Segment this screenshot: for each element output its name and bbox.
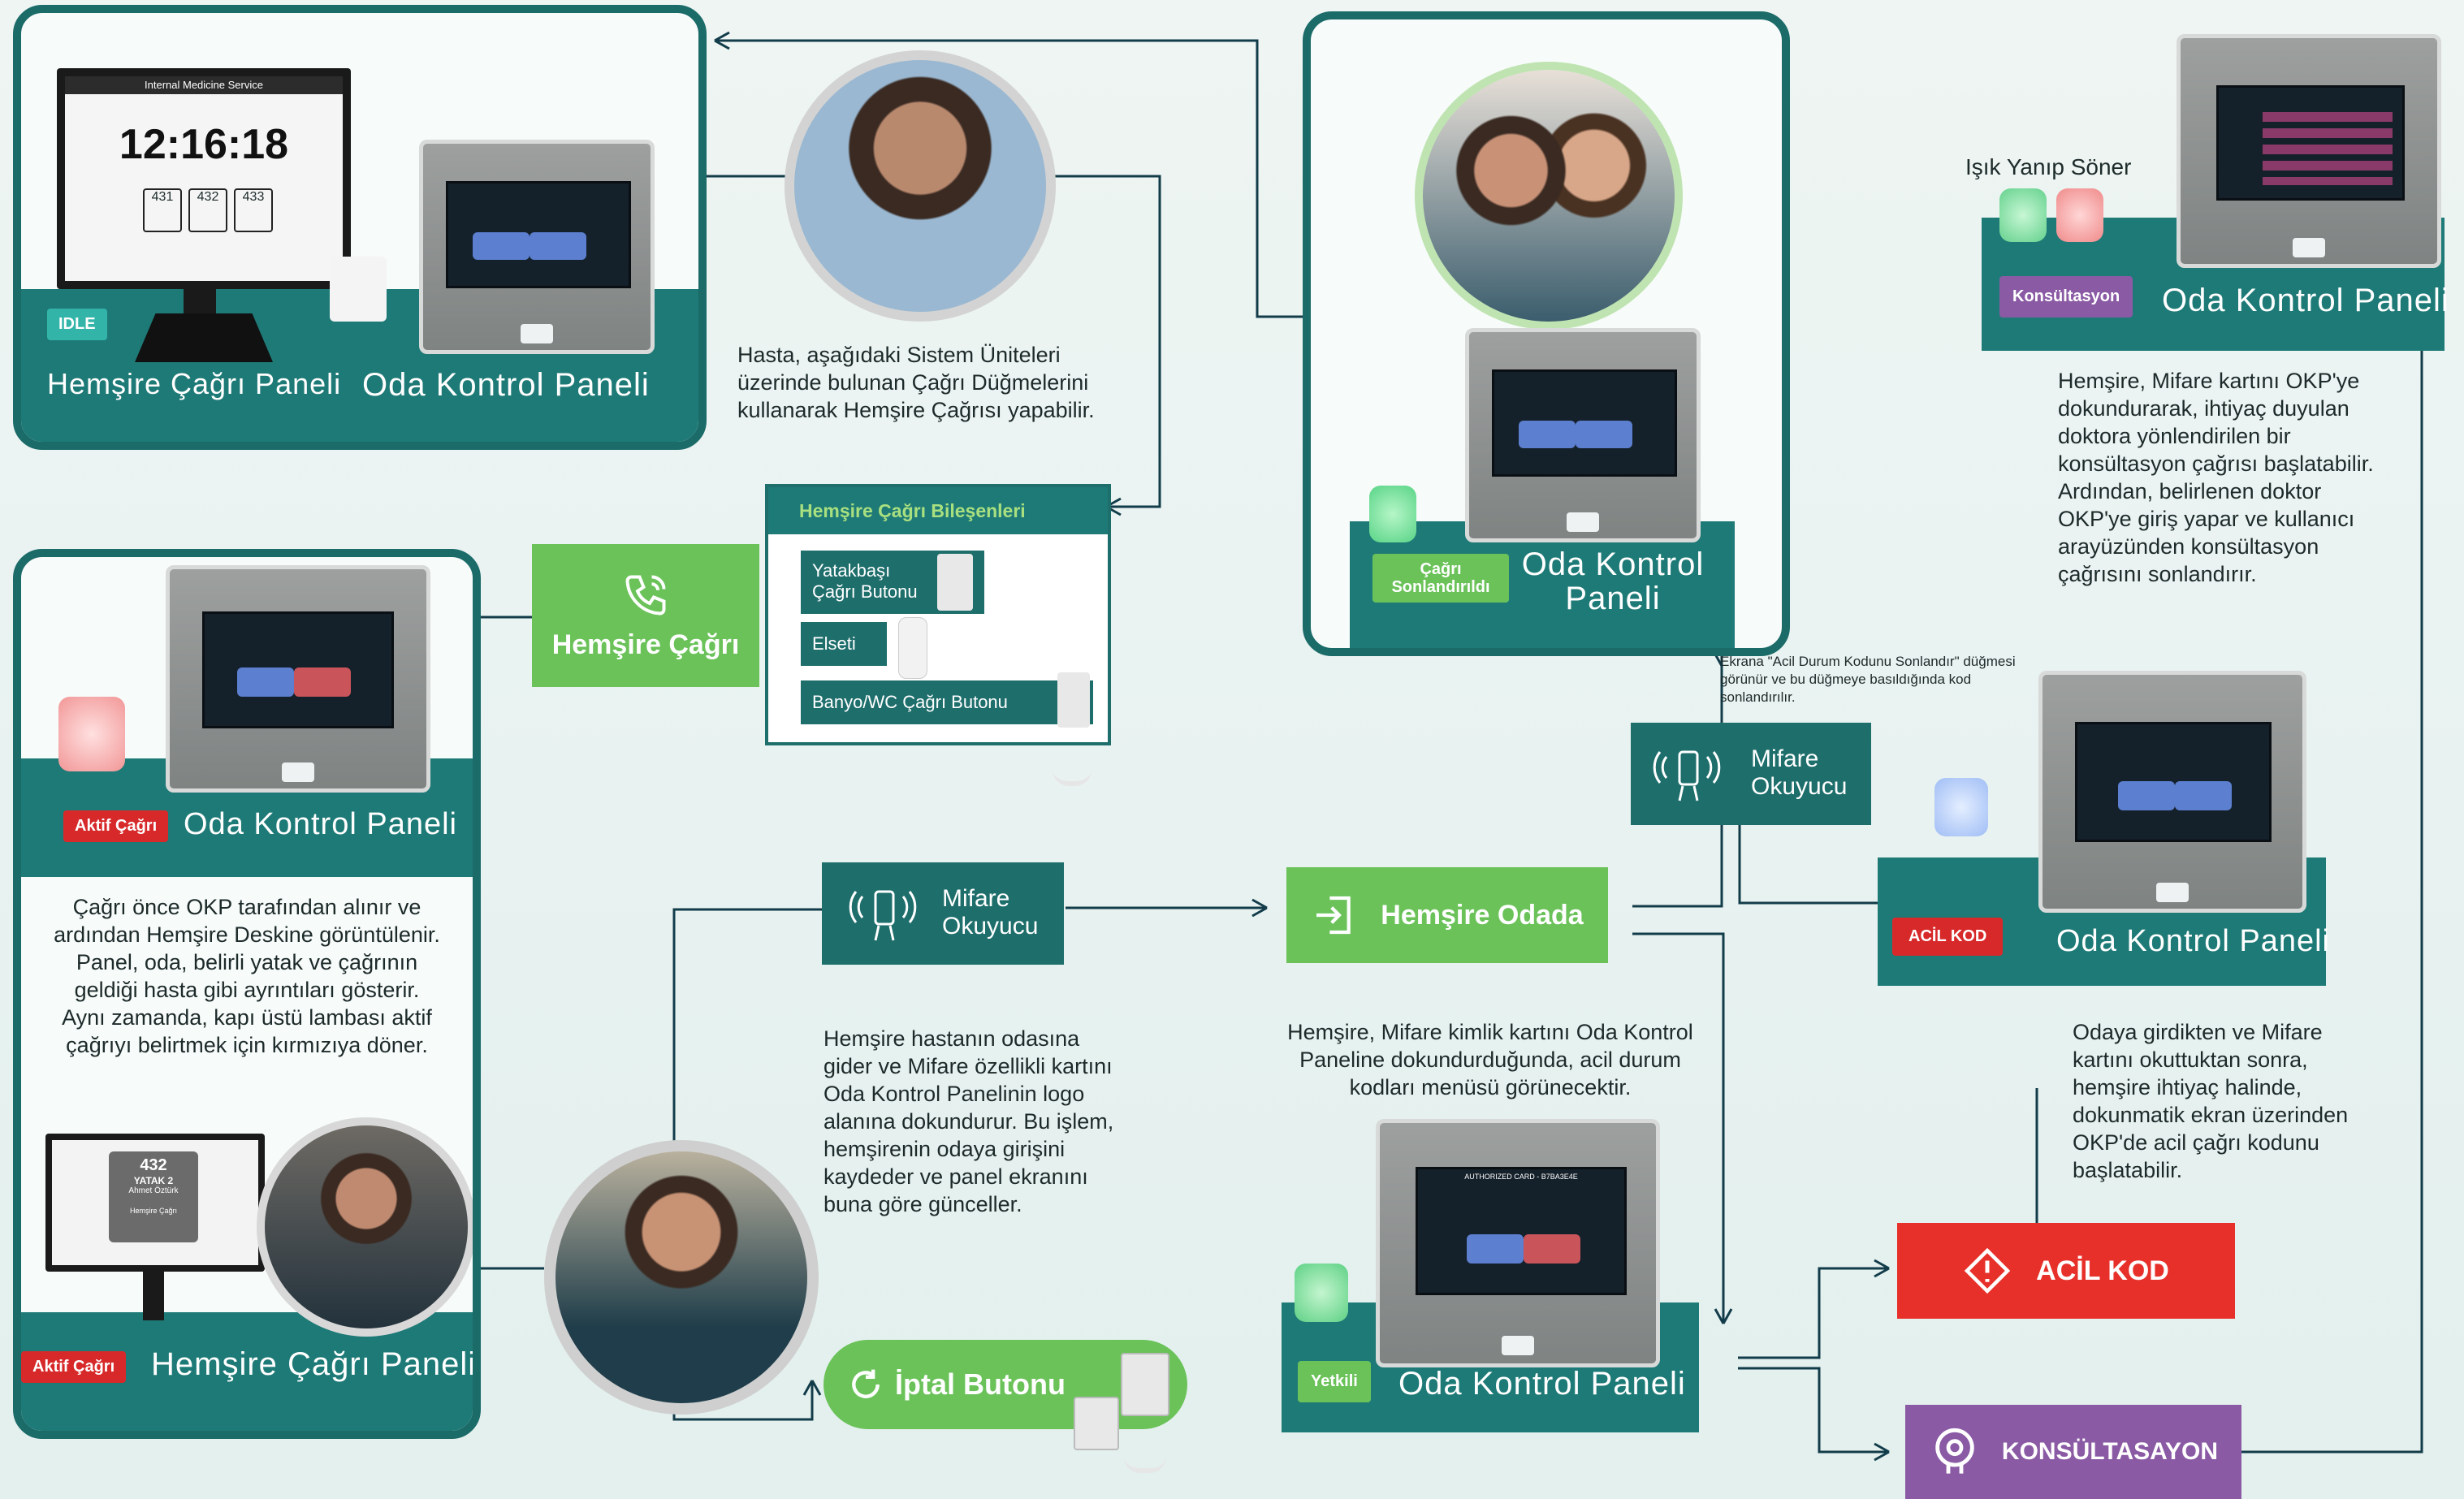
green-light: [1999, 188, 2047, 242]
monitor-base: [135, 313, 273, 362]
emergency-code-button[interactable]: ACİL KOD: [1897, 1223, 2235, 1319]
green-light: [1369, 486, 1416, 542]
idle-badge: IDLE: [47, 309, 107, 340]
component-handset: Elseti: [801, 622, 887, 666]
mifare-reader-mid: Mifare Okuyucu: [822, 862, 1064, 965]
component-bedside: Yatakbaşı Çağrı Butonu: [801, 551, 984, 614]
refresh-icon: [852, 1369, 880, 1398]
active-call-badge-2: Aktif Çağrı: [21, 1351, 127, 1383]
red-light: [2056, 188, 2103, 242]
cancel-device-icon-2: [1074, 1397, 1119, 1450]
consultation-text: Hemşire, Mifare kartını OKP'ye dokundura…: [2058, 369, 2374, 586]
authorized-screen-header: AUTHORIZED CARD - B7BA3E4E: [1464, 1173, 1578, 1181]
idle-frame: Internal Medicine Service 12:16:18 431 4…: [13, 5, 707, 450]
consultation-button-label: KONSÜLTASAYON: [2001, 1438, 2219, 1465]
monitor-stand: [143, 1272, 164, 1320]
monitor-bed: YATAK 2: [133, 1175, 174, 1186]
nurse-patient-avatar: [1415, 62, 1683, 330]
authorized-badge: Yetkili: [1298, 1361, 1371, 1402]
warning-icon: [1964, 1247, 2011, 1294]
room-control-panel-device: [166, 565, 430, 793]
patient-avatar: [785, 50, 1056, 322]
nurse-panel-label: Hemşire Çağrı Paneli: [47, 367, 342, 400]
emergency-panel-label: Oda Kontrol Paneli: [2056, 924, 2330, 958]
cancel-device-icon: [1121, 1353, 1169, 1416]
emergency-code-label: ACİL KOD: [2036, 1255, 2169, 1286]
authorized-description: Hemşire, Mifare kimlik kartını Oda Kontr…: [1287, 1020, 1693, 1099]
authorized-panel-label: Oda Kontrol Paneli: [1398, 1366, 1686, 1402]
cancel-button-label: İptal Butonu: [895, 1367, 1066, 1401]
room-control-panel-device: [1465, 328, 1701, 542]
nurse-avatar: [544, 1140, 819, 1415]
nurse-desk-avatar: [257, 1117, 473, 1337]
monitor-stand: [184, 289, 216, 313]
nurse-call-label: Hemşire Çağrı: [551, 629, 740, 660]
bedside-button-icon: [937, 554, 973, 611]
room-box: 433: [234, 188, 273, 232]
nurse-description: Hemşire hastanın odasına gider ve Mifare…: [823, 1026, 1114, 1216]
patient-description: Hasta, aşağıdaki Sistem Üniteleri üzerin…: [737, 343, 1095, 422]
mifare-reader-right: Mifare Okuyucu: [1631, 723, 1871, 825]
emergency-text: Odaya girdikten ve Mifare kartını okuttu…: [2073, 1020, 2349, 1182]
call-ended-label: Oda Kontrol Paneli: [1521, 546, 1705, 616]
enter-icon: [1316, 896, 1351, 935]
room-control-panel-device: AUTHORIZED CARD - B7BA3E4E: [1376, 1119, 1660, 1367]
nfc-hand-icon: [849, 890, 917, 941]
active-call-nurse-label: Hemşire Çağrı Paneli: [151, 1346, 477, 1382]
nurse-in-room-button[interactable]: Hemşire Odada: [1286, 867, 1608, 963]
handset-icon: [898, 617, 927, 679]
components-box: Hemşire Çağrı Bileşenleri Yatakbaşı Çağr…: [765, 484, 1111, 745]
mifare-mid-label: Mifare Okuyucu: [942, 885, 1039, 940]
wall-button: [330, 257, 387, 322]
active-call-badge: Aktif Çağrı: [63, 810, 169, 842]
nurse-monitor: 432 YATAK 2 Ahmet Öztürk Hemşire Çağrı: [45, 1134, 265, 1272]
monitor-title: Internal Medicine Service: [65, 76, 343, 94]
monitor-name: Ahmet Öztürk: [128, 1186, 179, 1195]
bathroom-button-icon: [1057, 672, 1090, 728]
nfc-hand-icon: [1653, 750, 1721, 801]
end-code-note: Ekrana "Acil Durum Kodunu Sonlandır" düğ…: [1720, 654, 2016, 705]
room-box: 432: [188, 188, 227, 232]
mifare-right-label: Mifare Okuyucu: [1751, 745, 1848, 800]
green-light: [1295, 1264, 1348, 1322]
room-control-panel-device: [2177, 34, 2441, 268]
room-panel-label: Oda Kontrol Paneli: [362, 367, 650, 403]
phone-icon: [625, 575, 666, 616]
active-call-panel-label: Oda Kontrol Paneli: [184, 807, 457, 841]
nurse-call-button[interactable]: Hemşire Çağrı: [532, 544, 759, 687]
consultation-panel-label: Oda Kontrol Paneli: [2162, 283, 2449, 318]
pull-cord-icon: [1124, 1429, 1166, 1473]
stethoscope-icon: [1935, 1428, 1974, 1474]
room-control-panel-device: [419, 140, 655, 354]
room-box: 431: [143, 188, 182, 232]
consultation-button[interactable]: KONSÜLTASAYON: [1905, 1405, 2241, 1499]
components-title: Hemşire Çağrı Bileşenleri: [768, 487, 1108, 534]
nurse-in-room-label: Hemşire Odada: [1381, 899, 1584, 931]
monitor-clock: 12:16:18: [119, 121, 289, 168]
consultation-badge: Konsültasyon: [1999, 276, 2133, 318]
pull-cord-icon: [1053, 739, 1092, 786]
component-bathroom: Banyo/WC Çağrı Butonu: [801, 672, 1093, 728]
nurse-monitor: Internal Medicine Service 12:16:18 431 4…: [57, 68, 351, 289]
room-control-panel-device: [2038, 671, 2306, 913]
monitor-call: Hemşire Çağrı: [129, 1207, 177, 1215]
call-ended-frame: Çağrı Sonlandırıldı Oda Kontrol Paneli: [1303, 11, 1790, 656]
light-caption: Işık Yanıp Söner: [1965, 154, 2132, 179]
blue-light: [1934, 778, 1988, 836]
active-call-frame: Aktif Çağrı Oda Kontrol Paneli Çağrı önc…: [13, 549, 481, 1439]
emergency-badge: ACİL KOD: [1892, 918, 2004, 956]
active-call-text: Çağrı önce OKP tarafından alınır ve ardı…: [54, 895, 440, 1057]
monitor-room: 432: [140, 1156, 167, 1174]
call-ended-badge: Çağrı Sonlandırıldı: [1372, 554, 1509, 603]
red-light: [58, 697, 125, 771]
room-list: 431 432 433: [143, 188, 273, 232]
